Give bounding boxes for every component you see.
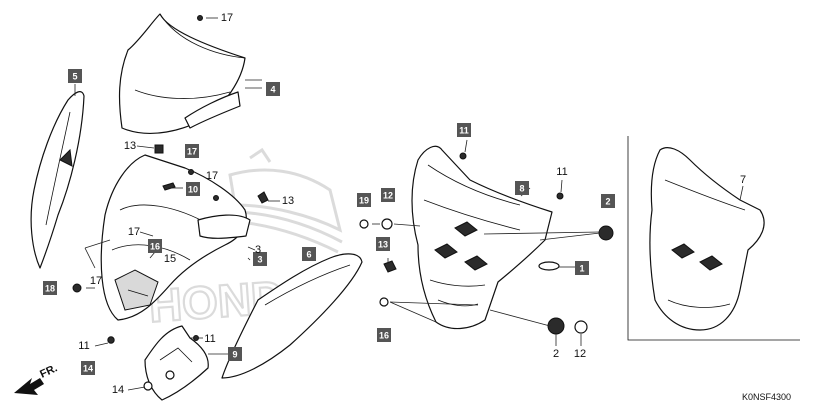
callout-number: 18 <box>45 284 55 294</box>
boxed-callout: 2 <box>601 194 615 208</box>
boxed-callout: 3 <box>253 252 267 266</box>
diagram-code: K0NSF4300 <box>742 392 791 402</box>
boxed-callout: 10 <box>186 182 200 196</box>
boxed-callout: 12 <box>381 188 395 202</box>
front-label: FR. <box>38 362 59 380</box>
callout-labels: 5 4 17 10 16 3 6 18 14 9 11 8 2 19 12 13 1 16 17 13 17 13 17 15… <box>43 12 746 396</box>
plain-callout: 11 <box>204 333 215 345</box>
front-cowl-part <box>100 154 251 321</box>
plain-callout: 3 <box>255 244 261 256</box>
boxed-callout: 14 <box>81 361 95 375</box>
callout-number: 13 <box>378 240 388 250</box>
plain-callout: 17 <box>206 170 218 182</box>
boxed-callout: 16 <box>148 239 162 253</box>
boxed-callout: 18 <box>43 281 57 295</box>
callout-number: 3 <box>257 255 262 265</box>
boxed-callout: 8 <box>515 181 529 195</box>
plain-callout: 12 <box>574 348 586 360</box>
boxed-callout: 9 <box>228 347 242 361</box>
callout-number: 1 <box>579 264 584 274</box>
left-side-cowl-part <box>30 91 85 269</box>
callout-number: 6 <box>306 250 311 260</box>
plain-callout: 11 <box>78 340 89 352</box>
left-fasteners <box>72 15 269 391</box>
boxed-callout: 6 <box>302 247 316 261</box>
callout-number: 4 <box>270 85 275 95</box>
callout-number: 8 <box>519 184 524 194</box>
boxed-callout: 11 <box>457 123 471 137</box>
front-direction-arrow: FR. <box>14 362 59 395</box>
plain-callout: 14 <box>112 384 124 396</box>
plain-callout: 11 <box>556 166 567 178</box>
inset-frame-box <box>627 136 800 341</box>
boxed-callout: 19 <box>357 193 371 207</box>
boxed-callout: 17 <box>185 144 199 158</box>
callout-number: 12 <box>383 191 393 201</box>
plain-callout: 17 <box>90 275 102 287</box>
plain-callout: 15 <box>164 253 176 265</box>
inner-frame-part <box>411 145 553 330</box>
callout-number: 14 <box>83 364 93 374</box>
right-side-panel-part <box>221 253 363 379</box>
boxed-callout: 4 <box>266 82 280 96</box>
lower-bracket-part <box>144 325 209 401</box>
callout-number: 9 <box>232 350 237 360</box>
boxed-callout: 13 <box>376 237 390 251</box>
callout-number: 11 <box>459 126 469 136</box>
boxed-callout: 16 <box>377 328 391 342</box>
leader-lines <box>74 17 744 391</box>
callout-number: 2 <box>605 197 610 207</box>
plain-callout: 7 <box>740 174 746 186</box>
boxed-callout: 1 <box>575 261 589 275</box>
callout-number: 19 <box>359 196 369 206</box>
callout-number: 5 <box>72 72 77 82</box>
plain-callout: 13 <box>282 195 294 207</box>
boxed-callout: 5 <box>68 69 82 83</box>
callout-number: 10 <box>188 185 198 195</box>
plain-callout: 13 <box>124 140 136 152</box>
callout-number: 16 <box>150 242 160 252</box>
right-fasteners <box>359 152 614 335</box>
windscreen-part <box>118 13 246 134</box>
callout-number: 17 <box>187 147 197 157</box>
plain-callout: 17 <box>128 226 140 238</box>
plain-callout: 2 <box>553 348 559 360</box>
plain-callout: 17 <box>221 12 233 24</box>
callout-number: 16 <box>379 331 389 341</box>
